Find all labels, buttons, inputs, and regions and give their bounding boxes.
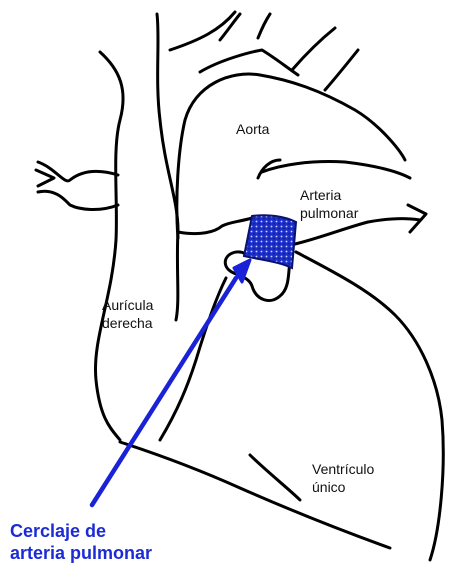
aortic-arch-branch-6	[258, 14, 270, 38]
single-ventricle-label: Ventrículo único	[312, 460, 374, 496]
aortic-arch-branch-4	[325, 50, 358, 90]
pulmonary-artery-band	[244, 215, 296, 268]
right-atrium-label-line2: derecha	[102, 314, 153, 332]
ventricle-outline	[296, 252, 443, 560]
banding-callout-line2: arteria pulmonar	[10, 542, 152, 564]
right-atrium-label-line1: Aurícula	[102, 296, 153, 314]
pulmonary-artery-label-line1: Arteria	[300, 186, 358, 204]
pulmonary-artery-label-line2: pulmonar	[300, 204, 358, 222]
ventricle-apex-curve	[250, 455, 300, 500]
right-pulmonary-artery-tip	[36, 170, 54, 186]
right-pulmonary-artery-lower	[38, 191, 118, 209]
pulmonary-artery-lower-wall	[295, 219, 420, 244]
aortic-arch-branch-3	[292, 28, 335, 70]
aorta-left-wall	[177, 74, 405, 238]
single-ventricle-label-line1: Ventrículo	[312, 460, 374, 478]
aorta-right-wall	[262, 162, 410, 178]
pulmonary-artery-left-wall	[178, 218, 252, 234]
superior-vena-cava-left-wall	[95, 52, 123, 440]
interatrial-border	[160, 278, 226, 440]
pulmonary-artery-banding-callout: Cerclaje de arteria pulmonar	[10, 520, 152, 564]
pulmonary-artery-label: Arteria pulmonar	[300, 186, 358, 222]
banding-callout-line1: Cerclaje de	[10, 520, 152, 542]
aorta-label: Aorta	[236, 120, 269, 138]
superior-vena-cava-right-wall	[157, 14, 178, 320]
right-pulmonary-artery-upper	[38, 162, 118, 181]
right-atrium-label: Aurícula derecha	[102, 296, 153, 332]
aortic-arch-branch-2	[200, 50, 298, 75]
single-ventricle-label-line2: único	[312, 478, 374, 496]
